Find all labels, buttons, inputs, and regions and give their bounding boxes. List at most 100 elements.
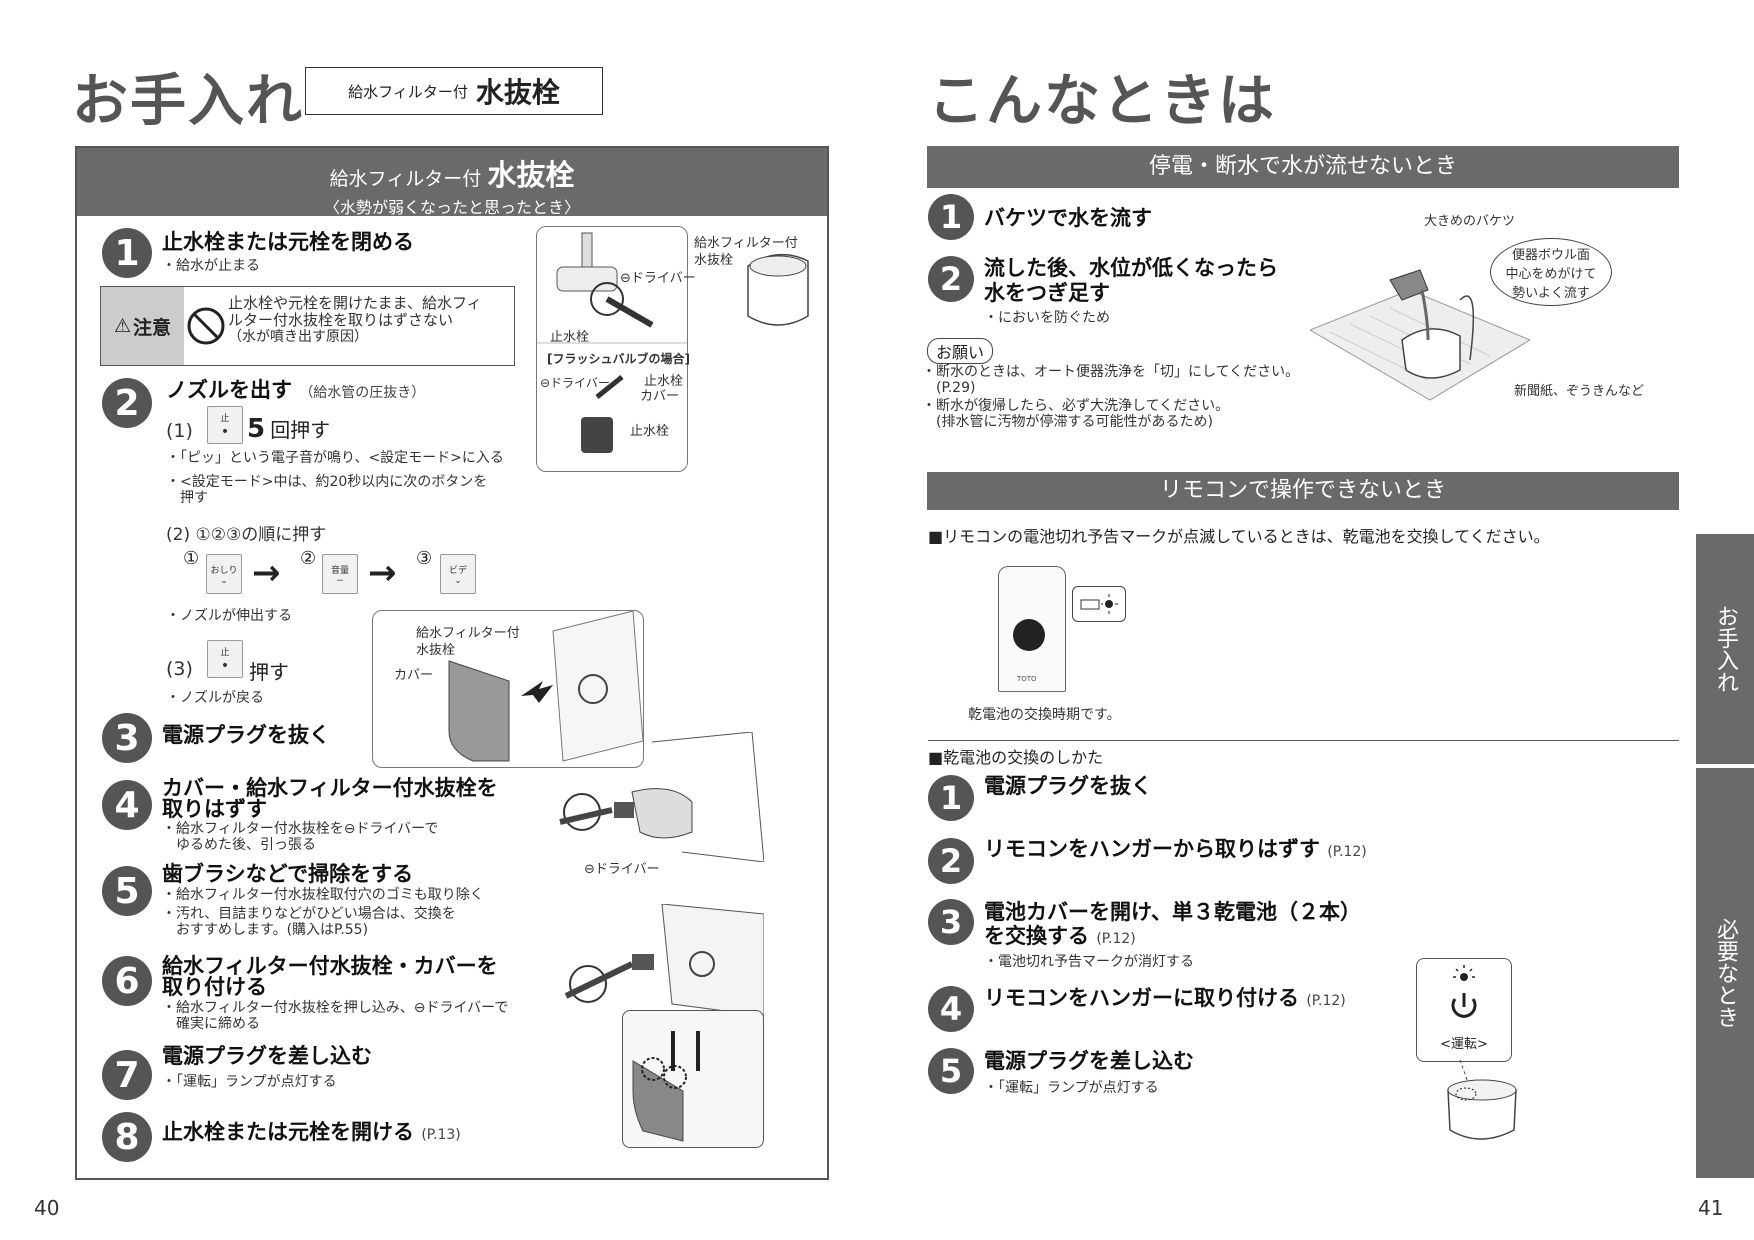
ill-label: ⊖ドライバー [540, 376, 610, 390]
bubble-text: 便器ボウル面 [1511, 247, 1590, 263]
step-number: 6 [102, 956, 152, 1006]
section-header: 停電・断水で水が流せないとき [927, 146, 1679, 188]
step-title: 電源プラグを抜く [984, 774, 1152, 798]
substep-label: (3) [166, 658, 193, 680]
maintenance-panel: 給水フィルター付 水抜栓 〈水勢が弱くなったと思ったとき〉 [75, 146, 829, 1180]
step-number: 7 [102, 1050, 152, 1100]
step-note: ・「運転」ランプが点灯する [162, 1074, 337, 1090]
step-note: 確実に締める [162, 1016, 260, 1032]
page-number-right: 41 [1698, 1196, 1724, 1220]
toilet-sketch [738, 246, 814, 336]
ill-label: 止水栓 [644, 374, 684, 389]
title-box-large: 水抜栓 [475, 76, 560, 109]
step-number: 2 [928, 256, 974, 302]
filter-install-illustration [552, 903, 765, 1017]
step-title: 給水フィルター付水抜栓・カバーを [162, 954, 498, 978]
detail-inset [622, 1010, 764, 1148]
step-title: 水をつぎ足す [984, 281, 1110, 305]
step-number: 1 [928, 194, 974, 240]
power-lamp-panel: <運転> [1416, 958, 1512, 1062]
section-lead: ■リモコンの電池切れ予告マークが点滅しているときは、乾電池を交換してください。 [928, 527, 1550, 546]
bubble-text: 中心をめがけて [1505, 266, 1597, 282]
remote-button [1013, 619, 1045, 651]
bubble-text: 勢いよく流す [1512, 285, 1590, 301]
step-number: 8 [102, 1112, 152, 1162]
step-note: ・汚れ、目詰まりなどがひどい場合は、交換を [162, 906, 456, 922]
power-icon [1451, 965, 1477, 1018]
remote-illustration: TOTO [998, 566, 1066, 692]
step-title-text: リモコンをハンガーに取り付ける [984, 986, 1299, 1010]
step-note: ・<設定モード>中は、約20秒以内に次のボタンを [166, 474, 488, 490]
filter-removal-illustration [552, 731, 765, 863]
step-number: 4 [928, 986, 974, 1032]
step-title-text: を交換する [984, 924, 1089, 948]
arrow-icon: → [368, 553, 397, 593]
step-title-text: 止水栓または元栓を開ける [162, 1120, 414, 1144]
panel-header: 給水フィルター付 水抜栓 〈水勢が弱くなったと思ったとき〉 [77, 148, 827, 217]
panel-header-large: 水抜栓 [487, 158, 575, 192]
step-note: ・「運転」ランプが点灯する [984, 1080, 1159, 1096]
press-count: 5 回押す [247, 414, 330, 444]
arrow-icon: → [252, 553, 281, 593]
step-title: 流した後、水位が低くなったら [984, 256, 1278, 280]
press-count-number: 5 [247, 414, 266, 444]
step-note: ゆるめた後、引っ張る [162, 837, 316, 853]
ill-label: 給水フィルター付 [694, 236, 798, 251]
ill-label: 止水栓 [550, 330, 590, 345]
ill-label: 大きめのバケツ [1424, 214, 1516, 229]
step-title: 取り付ける [162, 975, 267, 999]
step-note: 押す [166, 490, 208, 506]
toilet-illustration [1440, 1059, 1524, 1150]
stop-button-label: 止 [220, 413, 230, 424]
step-title: リモコンをハンガーから取りはずす (P.12) [984, 837, 1367, 864]
page-number-left: 40 [34, 1196, 60, 1220]
step-title: リモコンをハンガーに取り付ける (P.12) [984, 986, 1346, 1013]
step-title: 電源プラグを抜く [162, 723, 330, 747]
caution-label-area: ⚠ 注意 [101, 287, 184, 365]
step-number: 2 [102, 378, 152, 428]
request-label: お願い [927, 338, 994, 364]
remote-caption: 乾電池の交換時期です。 [968, 707, 1121, 723]
step-title: 止水栓または元栓を閉める [162, 230, 414, 254]
battery-warning-icon [1072, 586, 1126, 622]
circled-number: ① [183, 548, 200, 569]
valve-drawing [537, 232, 687, 453]
section-header: リモコンで操作できないとき [927, 472, 1679, 510]
substep-label: (1) [166, 420, 193, 442]
ill-label: 止水栓 [630, 424, 670, 439]
step-title: を交換する (P.12) [984, 924, 1136, 951]
title-box: 給水フィルター付 水抜栓 [305, 67, 603, 115]
step-title-text: ノズルを出す [166, 378, 292, 402]
request-note: ・断水が復帰したら、必ず大洗浄してください。 [922, 398, 1230, 414]
panel-header-sub: 〈水勢が弱くなったと思ったとき〉 [323, 198, 580, 217]
caution-box: ⚠ 注意 止水栓や元栓を開けたまま、給水フィ ルター付水抜栓を取りはずさない （… [100, 286, 515, 366]
step-note: ・給水フィルター付水抜栓取付穴のゴミも取り除く [162, 887, 484, 903]
tab-when-needed[interactable]: 必要なとき [1696, 768, 1754, 1178]
ill-label: 水抜栓 [416, 643, 456, 658]
step-title: 止水栓または元栓を開ける (P.13) [162, 1120, 461, 1147]
ill-label: ⊖ドライバー [584, 862, 660, 877]
step-title: ノズルを出す （給水管の圧抜き） [166, 378, 425, 405]
substep-label: (2) ①②③の順に押す [166, 525, 327, 545]
valve-illustration [536, 226, 688, 472]
step-title: 電源プラグを差し込む [984, 1049, 1194, 1073]
step-title: カバー・給水フィルター付水抜栓を [162, 776, 498, 800]
caution-sub: （水が噴き出す原因） [228, 329, 368, 345]
tab-maintenance[interactable]: お手入れ [1696, 534, 1754, 764]
step-number: 3 [102, 713, 152, 763]
circled-number: ③ [416, 548, 433, 569]
stop-button-icon: 止• [207, 406, 243, 444]
step-note: ・給水フィルター付水抜栓を⊖ドライバーで [162, 821, 439, 837]
step-ref: (P.12) [1327, 844, 1367, 860]
bidet-button-icon: ビデ⌄ [440, 554, 476, 594]
step-ref: (P.12) [1096, 931, 1136, 947]
step-ref: (P.12) [1306, 993, 1346, 1009]
step-note: ・ノズルが伸出する [166, 608, 292, 624]
caution-text: ルター付水抜栓を取りはずさない [228, 311, 454, 329]
step-note: ・「ピッ」という電子音が鳴り、<設定モード>に入る [166, 450, 504, 466]
step-number: 3 [928, 899, 974, 945]
step-number: 5 [928, 1048, 974, 1094]
step-note: ・給水が止まる [162, 258, 260, 274]
speech-bubble: 便器ボウル面 中心をめがけて 勢いよく流す [1490, 238, 1612, 306]
step-title: 電池カバーを開け、単３乾電池（２本） [984, 900, 1361, 924]
